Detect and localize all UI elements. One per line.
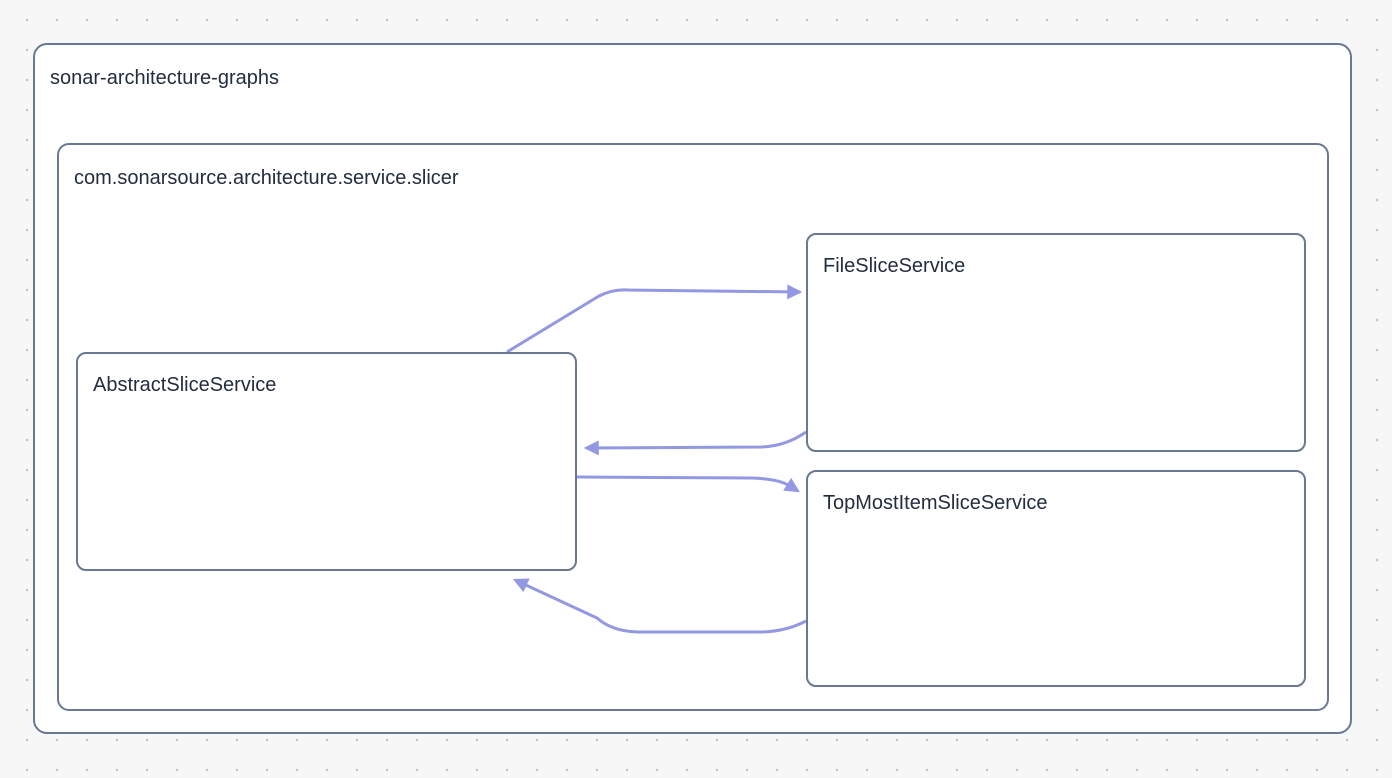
edge-topmostitemsliceservice-to-abstractsliceservice[interactable] xyxy=(512,578,807,634)
group-root-label: sonar-architecture-graphs xyxy=(50,67,279,89)
edge-filesliceservice-to-abstractsliceservice[interactable] xyxy=(583,430,807,456)
node-abstract-slice-service-label: AbstractSliceService xyxy=(93,374,277,396)
node-top-most-item-slice-service-label: TopMostItemSliceService xyxy=(823,492,1048,514)
node-abstract-slice-service[interactable]: AbstractSliceService xyxy=(76,352,577,571)
edge-abstractsliceservice-to-topmostitemsliceservice[interactable] xyxy=(576,475,800,493)
group-package-label: com.sonarsource.architecture.service.sli… xyxy=(74,167,459,189)
edge-abstractsliceservice-to-filesliceservice[interactable] xyxy=(506,284,803,354)
node-top-most-item-slice-service[interactable]: TopMostItemSliceService xyxy=(806,470,1306,687)
node-file-slice-service[interactable]: FileSliceService xyxy=(806,233,1306,452)
node-file-slice-service-label: FileSliceService xyxy=(823,255,966,277)
